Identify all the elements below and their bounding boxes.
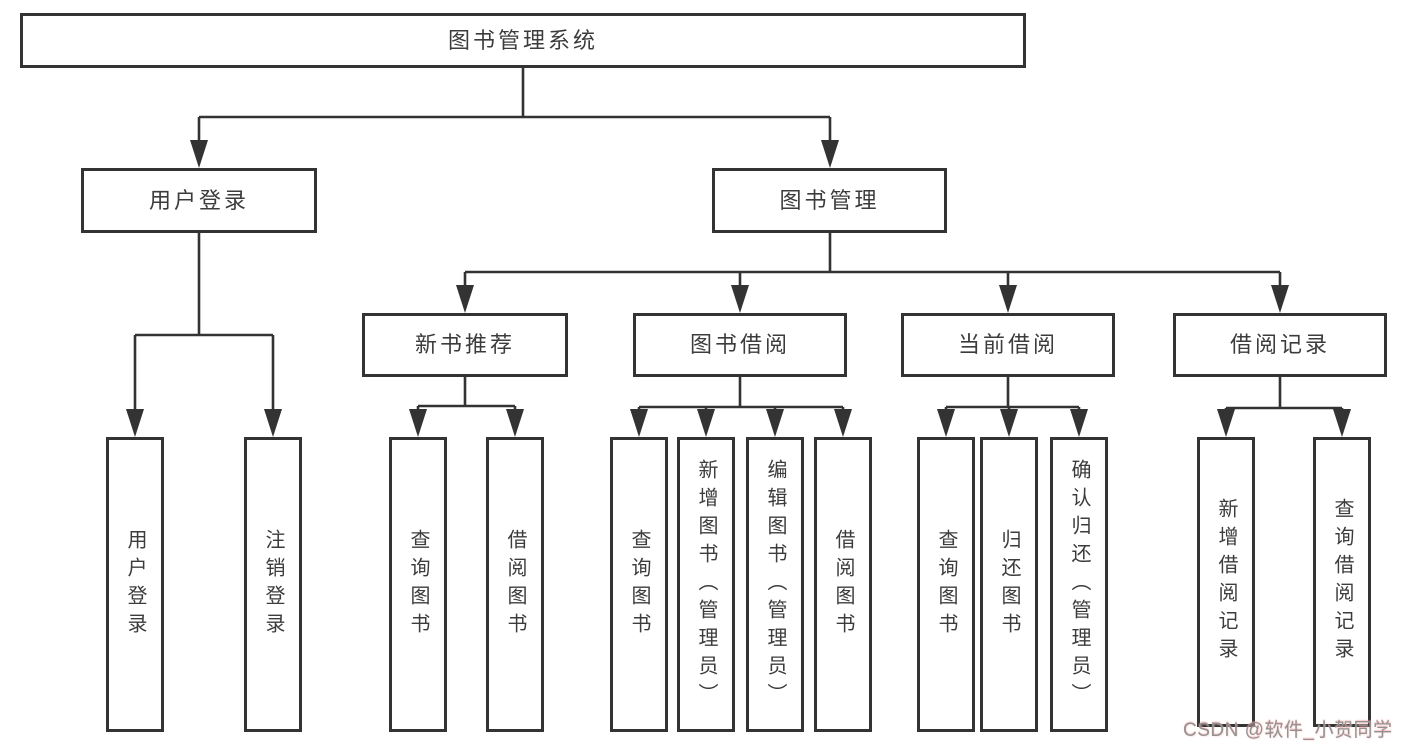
node-leaf-borrow-query-book: 查询图书 [610,437,668,732]
node-user-login: 用户登录 [81,168,317,233]
node-leaf-return-book: 归还图书 [980,437,1038,732]
node-leaf-user-login: 用户登录 [106,437,164,732]
node-root: 图书管理系统 [20,13,1026,68]
node-leaf-add-borrow-record: 新增借阅记录 [1197,437,1255,727]
csdn-watermark: CSDN @软件_小贺同学 [1183,720,1393,741]
node-leaf-borrow-book: 借阅图书 [814,437,872,732]
node-leaf-confirm-return-admin: 确认归还（管理员） [1050,437,1108,732]
node-leaf-add-book-admin: 新增图书（管理员） [677,437,735,732]
node-leaf-query-borrow-record: 查询借阅记录 [1313,437,1371,727]
node-leaf-edit-book-admin: 编辑图书（管理员） [746,437,804,732]
node-book-borrowing: 图书借阅 [633,313,847,377]
node-new-book-recommend: 新书推荐 [362,313,568,377]
node-leaf-logout: 注销登录 [244,437,302,732]
node-leaf-current-query-book: 查询图书 [917,437,975,732]
node-leaf-recommend-borrow-book: 借阅图书 [486,437,544,732]
node-book-management: 图书管理 [712,168,947,233]
node-leaf-recommend-query-book: 查询图书 [389,437,447,732]
node-current-borrowing: 当前借阅 [901,313,1115,377]
node-borrow-records: 借阅记录 [1173,313,1387,377]
